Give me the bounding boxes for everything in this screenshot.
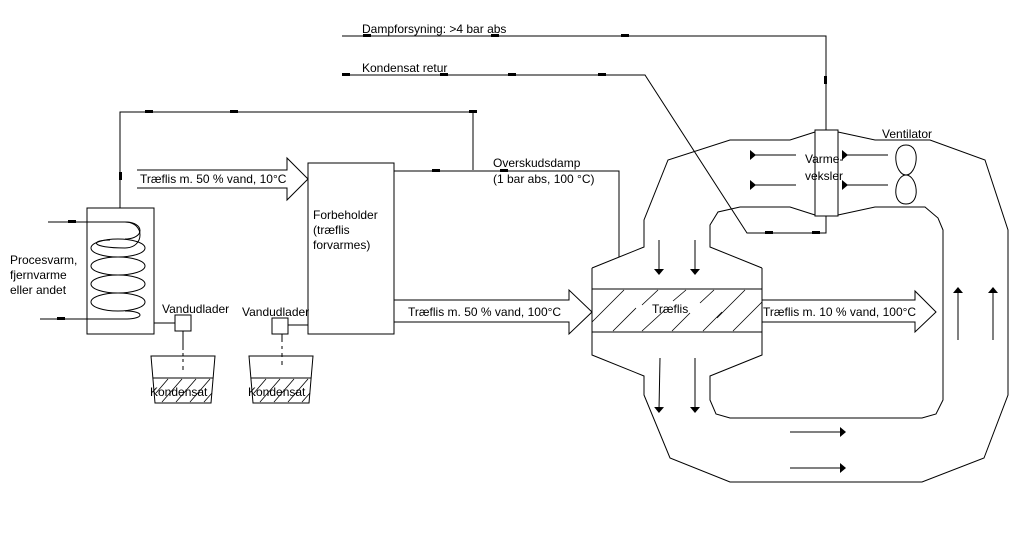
condensate-label: Kondensat (150, 385, 208, 399)
input-chips-flow-arrow: Træflis m. 50 % vand, 10°C (137, 156, 309, 202)
heat-exchanger: Varme- veksler (750, 129, 888, 217)
steam-supply-label: Dampforsyning: >4 bar abs (362, 22, 506, 36)
flow-marker-icon (765, 231, 773, 234)
flow-marker-icon (145, 110, 153, 113)
dried-chips-flow-arrow: Træflis m. 10 % vand, 100°C (762, 289, 937, 334)
dried-chips-label: Træflis m. 10 % vand, 100°C (763, 305, 916, 319)
steam-supply-line: Dampforsyning: >4 bar abs (342, 22, 827, 130)
fan-blade-icon (895, 174, 917, 205)
condensate-bucket-2: Kondensat (248, 355, 314, 404)
heat-exchanger-label: Varme- (805, 152, 843, 166)
steam-loop-line (119, 110, 477, 208)
flow-marker-icon (342, 73, 350, 76)
flow-marker-icon (598, 73, 606, 76)
heat-source-label: fjernvarme (10, 268, 67, 282)
steam-trap-label: Vandudlader (162, 302, 229, 316)
flow-marker-icon (508, 73, 516, 76)
preheated-chips-flow-arrow: Træflis m. 50 % vand, 100°C (394, 288, 593, 336)
air-flow-arrow-icon (654, 357, 665, 413)
flow-marker-icon (621, 34, 629, 37)
heating-coil-icon (90, 238, 146, 312)
fan-blade-icon (895, 144, 917, 176)
condensate-return-line: Kondensat retur (342, 61, 827, 234)
flow-marker-icon (119, 172, 122, 180)
steam-trap-2: Vandudlader (242, 305, 309, 365)
condensate-label: Kondensat (248, 385, 306, 399)
flow-marker-icon (432, 169, 440, 172)
flow-marker-icon (440, 73, 448, 76)
flow-marker-icon (812, 231, 820, 234)
condensate-bucket-1: Kondensat (150, 355, 216, 404)
preheater-label: forvarmes) (313, 238, 370, 252)
condensate-return-label: Kondensat retur (362, 61, 447, 75)
dryer-bed-label: Træflis (652, 302, 688, 316)
flow-marker-icon (469, 110, 477, 113)
flow-marker-icon (491, 34, 499, 37)
flow-marker-icon (230, 110, 238, 113)
dryer-chamber: Træflis (591, 131, 1009, 483)
excess-steam-label: Overskudsdamp (493, 156, 581, 170)
excess-steam-label: (1 bar abs, 100 °C) (493, 172, 595, 186)
heat-exchanger-label: veksler (805, 169, 843, 183)
preheater-label: Forbeholder (313, 208, 378, 222)
fan-label: Ventilator (882, 127, 932, 141)
steam-trap-label: Vandudlader (242, 305, 309, 319)
heat-source-label: eller andet (10, 283, 67, 297)
flow-marker-icon (57, 317, 65, 320)
excess-steam-line: Overskudsdamp (1 bar abs, 100 °C) (394, 156, 620, 257)
heat-source-tank: Procesvarm, fjernvarme eller andet (10, 207, 155, 335)
flow-marker-icon (68, 220, 76, 223)
steam-trap-1: Vandudlader (154, 302, 229, 370)
heat-source-label: Procesvarm, (10, 253, 77, 267)
flow-marker-icon (363, 34, 371, 37)
flow-marker-icon (824, 76, 827, 84)
preheater-vessel: Forbeholder (træflis forvarmes) (307, 162, 395, 335)
input-chips-label: Træflis m. 50 % vand, 10°C (140, 172, 287, 186)
fan: Ventilator (882, 127, 932, 205)
preheated-chips-label: Træflis m. 50 % vand, 100°C (408, 305, 561, 319)
flow-marker-icon (500, 169, 508, 172)
preheater-label: (træflis (313, 223, 350, 237)
